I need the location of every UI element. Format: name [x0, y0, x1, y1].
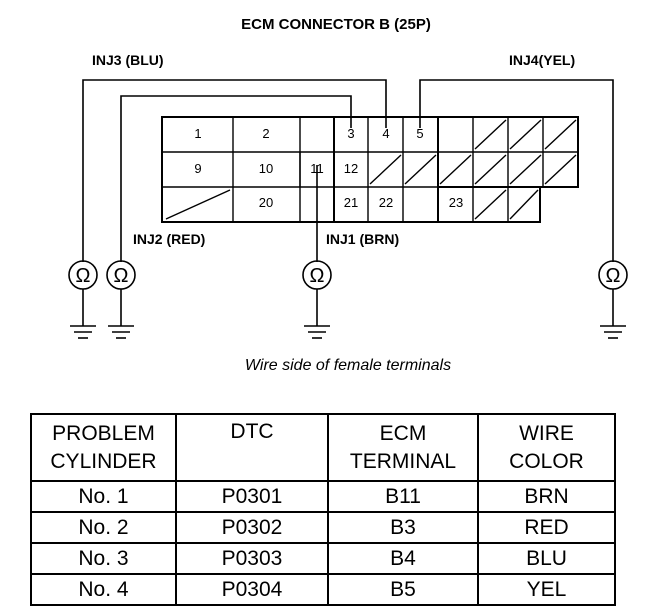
pin-3: 3	[347, 126, 354, 141]
diagram-title: ECM CONNECTOR B (25P)	[241, 16, 431, 33]
ohmmeter-inj2: Ω	[106, 260, 136, 290]
dtc-cell: P0303	[175, 542, 329, 575]
pin-21: 21	[344, 195, 358, 210]
pin-2: 2	[262, 126, 269, 141]
pin-23: 23	[449, 195, 463, 210]
connector-body	[161, 116, 579, 223]
pin-10: 10	[259, 161, 273, 176]
ohmmeter-inj1: Ω	[302, 260, 332, 290]
table-header-row: PROBLEM CYLINDER DTC ECM TERMINAL WIRE C…	[30, 413, 616, 482]
cylinder-cell: No. 2	[30, 511, 177, 544]
table-row: No. 3 P0303 B4 BLU	[30, 542, 616, 575]
svg-text:Ω: Ω	[114, 265, 129, 287]
injector-spec-table: PROBLEM CYLINDER DTC ECM TERMINAL WIRE C…	[30, 413, 616, 606]
connector-diagram: ECM CONNECTOR B (25P)	[68, 16, 628, 374]
pin-5: 5	[416, 126, 423, 141]
pin-1: 1	[194, 126, 201, 141]
cylinder-cell: No. 3	[30, 542, 177, 575]
terminal-cell: B5	[327, 573, 479, 606]
inj2-label: INJ2 (RED)	[133, 231, 205, 247]
svg-text:Ω: Ω	[606, 265, 621, 287]
table-row: No. 2 P0302 B3 RED	[30, 511, 616, 544]
probe-wires	[82, 79, 614, 262]
svg-text:Ω: Ω	[76, 265, 91, 287]
dtc-cell: P0304	[175, 573, 329, 606]
unused-cell-hatching	[165, 119, 577, 220]
pin-12: 12	[344, 161, 358, 176]
terminal-cell: B4	[327, 542, 479, 575]
svg-text:Ω: Ω	[310, 265, 325, 287]
wire-color-cell: BLU	[477, 542, 616, 575]
inj1-label: INJ1 (BRN)	[326, 231, 399, 247]
ground-icon	[304, 289, 330, 339]
pin-22: 22	[379, 195, 393, 210]
ohmmeter-inj4: Ω	[598, 260, 628, 290]
header-dtc: DTC	[175, 413, 329, 482]
inj4-label: INJ4(YEL)	[509, 52, 575, 68]
table-row: No. 1 P0301 B11 BRN	[30, 480, 616, 513]
wire-color-cell: YEL	[477, 573, 616, 606]
wire-color-cell: RED	[477, 511, 616, 544]
diagram-caption: Wire side of female terminals	[245, 357, 451, 374]
cylinder-cell: No. 1	[30, 480, 177, 513]
pin-4: 4	[382, 126, 389, 141]
ohmmeter-inj3: Ω	[68, 260, 98, 290]
connector-cells	[162, 117, 578, 222]
table-row: No. 4 P0304 B5 YEL	[30, 573, 616, 606]
pin-20: 20	[259, 195, 273, 210]
wire-color-cell: BRN	[477, 480, 616, 513]
pin-9: 9	[194, 161, 201, 176]
header-problem-cylinder: PROBLEM CYLINDER	[30, 413, 177, 482]
ground-icons	[70, 289, 626, 339]
pin-numbers: 1 2 3 4 5 9 10 11 12 20 21 22 23	[194, 126, 463, 210]
ground-icon	[70, 289, 96, 339]
dtc-cell: P0302	[175, 511, 329, 544]
terminal-cell: B3	[327, 511, 479, 544]
inj3-label: INJ3 (BLU)	[92, 52, 164, 68]
header-ecm-terminal: ECM TERMINAL	[327, 413, 479, 482]
dtc-cell: P0301	[175, 480, 329, 513]
ground-icon	[600, 289, 626, 339]
cylinder-cell: No. 4	[30, 573, 177, 606]
header-wire-color: WIRE COLOR	[477, 413, 616, 482]
ground-icon	[108, 289, 134, 339]
terminal-cell: B11	[327, 480, 479, 513]
